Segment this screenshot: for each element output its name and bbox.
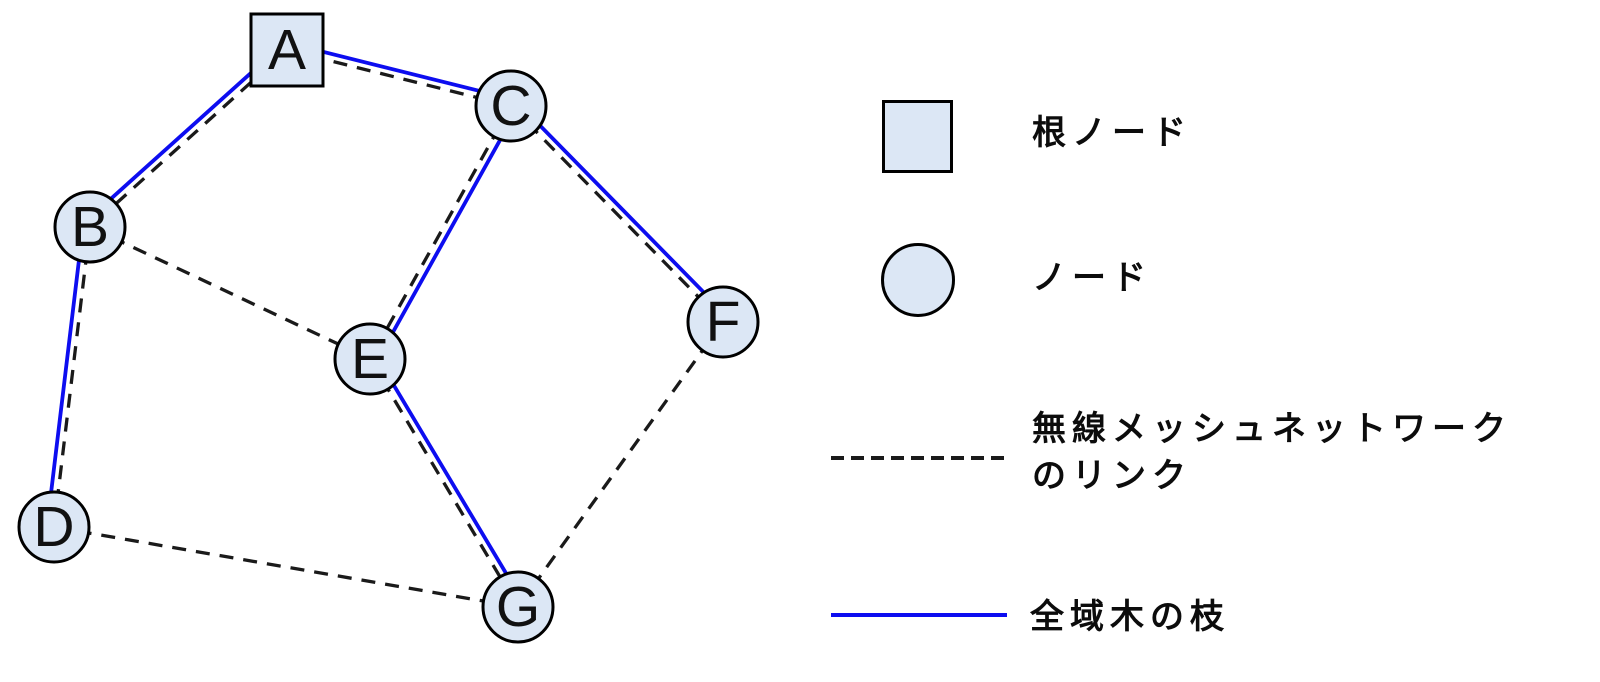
root-node-swatch: [882, 100, 953, 173]
node-A: A: [249, 12, 325, 88]
mesh-link-B-E: [89, 225, 371, 361]
node-C: C: [474, 69, 548, 143]
node-G: G: [481, 570, 555, 644]
root-node-shape: [249, 12, 325, 88]
node-shape: [686, 285, 760, 359]
tree-branch-A-B: [83, 42, 285, 224]
tree-branch-E-G: [374, 353, 526, 606]
root-node-label: 根ノード: [1032, 114, 1192, 152]
node-label-B: B: [71, 195, 109, 259]
mesh-link-C-F: [509, 104, 725, 324]
mesh-link-C-E: [368, 105, 513, 360]
node-F: F: [686, 285, 760, 359]
mesh-link-label-line1: 無線メッシュネットワーク: [1032, 410, 1512, 448]
node-label-G: G: [496, 575, 540, 639]
tree-branch-A-C: [286, 41, 515, 102]
mesh-link-F-G: [516, 321, 725, 608]
mesh-link-label: 無線メッシュネットワーク のリンク: [1032, 406, 1512, 500]
node-label-E: E: [351, 327, 389, 391]
node-shape: [17, 490, 91, 564]
tree-branch-C-E: [374, 107, 520, 365]
node-D: D: [17, 490, 91, 564]
mesh-link-D-G: [53, 525, 519, 609]
mesh-link-label-line2: のリンク: [1032, 457, 1192, 495]
mesh-link-A-B: [88, 48, 289, 229]
mesh-link-E-G: [368, 358, 520, 608]
mesh-link-B-D: [52, 226, 92, 528]
tree-branch-label: 全域木の枝: [1030, 598, 1230, 636]
node-label-D: D: [33, 495, 74, 559]
node-swatch: [881, 243, 955, 317]
tree-branch-swatch: [831, 613, 1007, 617]
node-shape: [333, 322, 407, 396]
tree-branch-B-D: [45, 224, 85, 529]
tree-branch-C-F: [514, 99, 730, 319]
node-label: ノード: [1032, 259, 1152, 297]
node-E: E: [333, 322, 407, 396]
node-shape: [481, 570, 555, 644]
node-label-A: A: [268, 18, 306, 82]
mesh-link-swatch: [831, 456, 1007, 460]
node-label-F: F: [706, 290, 741, 354]
node-B: B: [53, 190, 127, 264]
mesh-link-A-C: [286, 48, 512, 108]
node-label-C: C: [490, 74, 531, 138]
node-shape: [474, 69, 548, 143]
node-shape: [53, 190, 127, 264]
